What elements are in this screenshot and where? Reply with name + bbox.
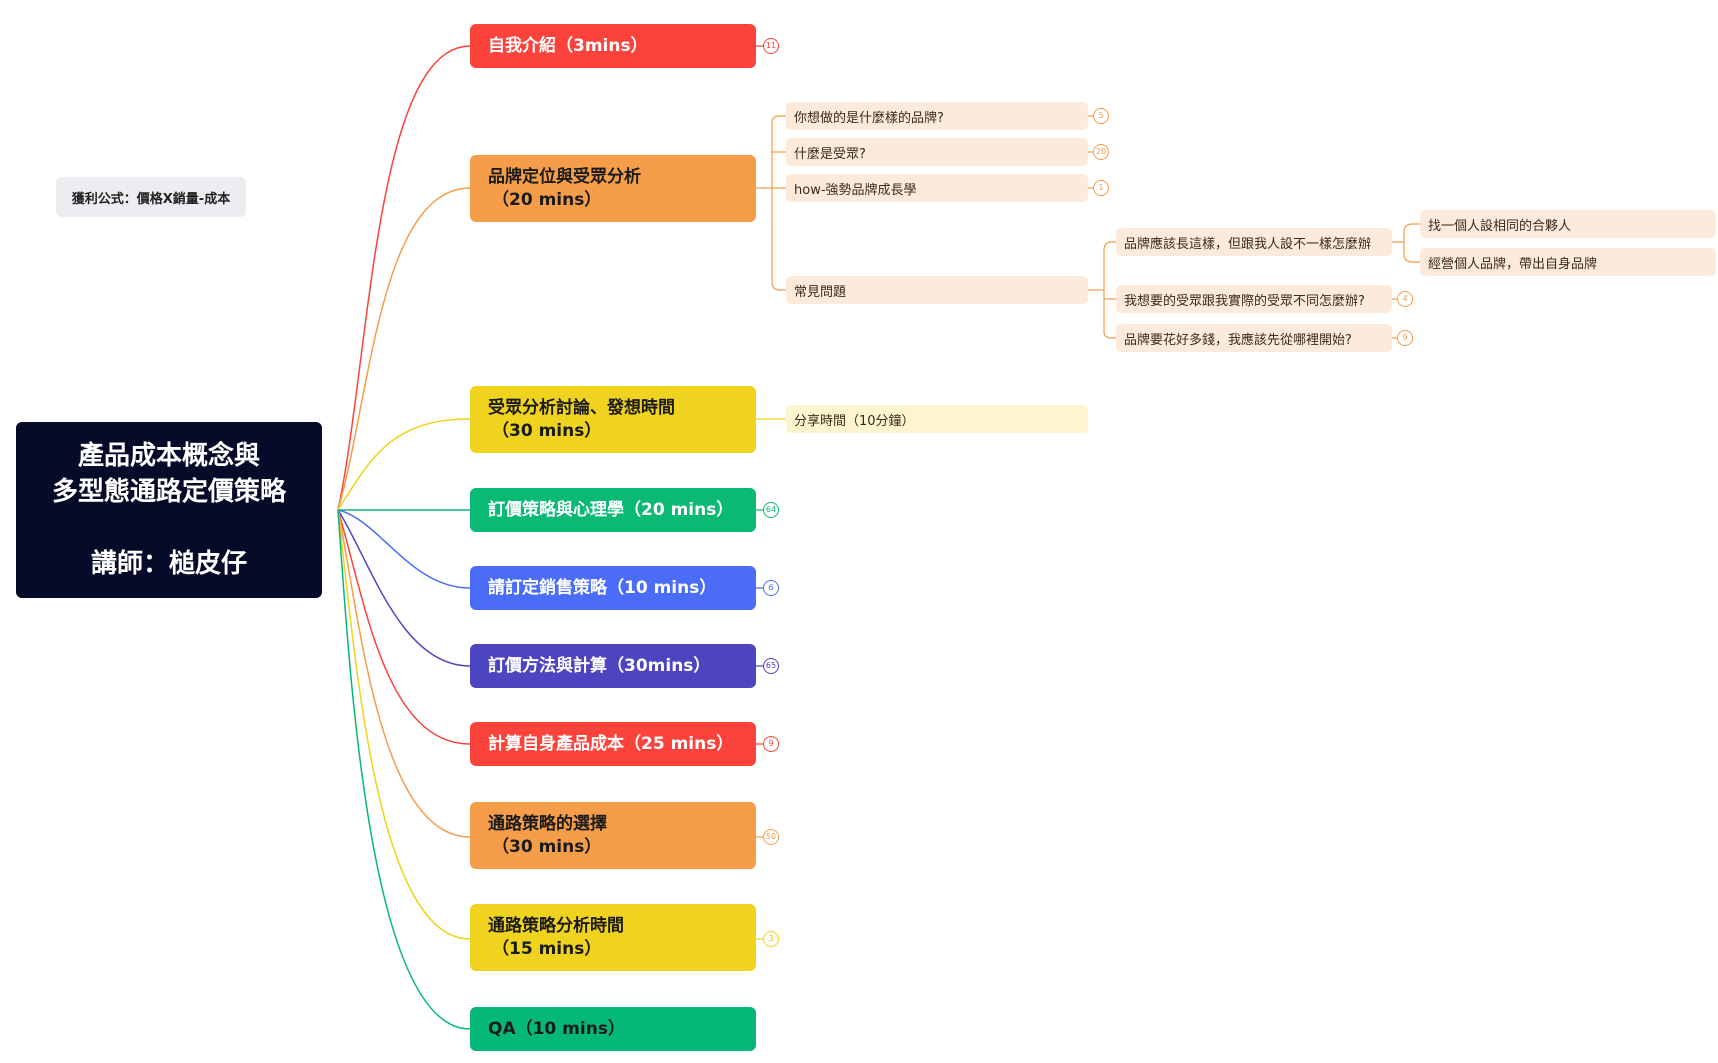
subtopic-label: 常見問題 <box>794 284 847 300</box>
topic-pricing-methods[interactable]: 訂價方法與計算（30mins） <box>470 644 756 688</box>
root-node[interactable]: 產品成本概念與 多型態通路定價策略 講師：槌皮仔 <box>16 422 322 598</box>
faq-item-budget[interactable]: 品牌要花好多錢，我應該先從哪裡開始? <box>1116 324 1392 352</box>
marker-count-badge[interactable]: 9 <box>763 736 779 752</box>
answer-personal-brand[interactable]: 經營個人品牌，帶出自身品牌 <box>1420 248 1716 276</box>
marker-count-badge[interactable]: 6 <box>763 580 779 596</box>
topic-label: 請訂定銷售策略（10 mins） <box>488 577 717 598</box>
topic-duration: （15 mins） <box>492 938 602 959</box>
topic-label: 通路策略的選擇 <box>488 813 607 834</box>
topic-duration: （20 mins） <box>492 189 602 210</box>
subtopic-share-time[interactable]: 分享時間（10分鐘） <box>786 405 1088 433</box>
subtopic-label: 你想做的是什麼樣的品牌? <box>794 110 944 126</box>
topic-label: 通路策略分析時間 <box>488 915 624 936</box>
topic-label: 自我介紹（3mins） <box>488 35 648 56</box>
marker-count-badge[interactable]: 5 <box>1093 108 1109 124</box>
marker-count-badge[interactable]: 3 <box>763 931 779 947</box>
subtopic-label: 品牌應該長這樣，但跟我人設不一樣怎麼辦 <box>1124 236 1372 252</box>
topic-qa[interactable]: QA（10 mins） <box>470 1007 756 1051</box>
faq-item-audience-mismatch[interactable]: 我想要的受眾跟我實際的受眾不同怎麼辦? <box>1116 285 1392 313</box>
topic-sales-strategy[interactable]: 請訂定銷售策略（10 mins） <box>470 566 756 610</box>
answer-find-partner[interactable]: 找一個人設相同的合夥人 <box>1420 210 1716 238</box>
marker-count-badge[interactable]: 20 <box>1093 144 1109 160</box>
topic-channel-analysis[interactable]: 通路策略分析時間 （15 mins） <box>470 904 756 971</box>
marker-count-badge[interactable]: 4 <box>1397 291 1413 307</box>
subtopic-label: 我想要的受眾跟我實際的受眾不同怎麼辦? <box>1124 293 1365 309</box>
subtopic-label: 什麼是受眾? <box>794 146 866 162</box>
topic-label: 訂價策略與心理學（20 mins） <box>488 499 734 520</box>
topic-label: 品牌定位與受眾分析 <box>488 166 641 187</box>
subtopic-label: 找一個人設相同的合夥人 <box>1428 218 1572 234</box>
subtopic-label: how-強勢品牌成長學 <box>794 182 917 198</box>
subtopic-what-brand[interactable]: 你想做的是什麼樣的品牌? <box>786 102 1088 130</box>
subtopic-label: 分享時間（10分鐘） <box>794 413 915 429</box>
faq-item-persona-mismatch[interactable]: 品牌應該長這樣，但跟我人設不一樣怎麼辦 <box>1116 228 1392 256</box>
marker-count-badge[interactable]: 11 <box>763 38 779 54</box>
marker-count-badge[interactable]: 50 <box>763 829 779 845</box>
formula-text: 獲利公式：價格X銷量-成本 <box>71 191 231 207</box>
root-title-line2: 多型態通路定價策略 <box>51 477 286 507</box>
root-instructor: 講師：槌皮仔 <box>90 549 247 579</box>
subtopic-what-audience[interactable]: 什麼是受眾? <box>786 138 1088 166</box>
topic-duration: （30 mins） <box>492 420 602 441</box>
topic-label: 訂價方法與計算（30mins） <box>488 655 711 676</box>
topic-label: QA（10 mins） <box>488 1018 625 1039</box>
topic-audience-discussion[interactable]: 受眾分析討論、發想時間 （30 mins） <box>470 386 756 453</box>
marker-count-badge[interactable]: 65 <box>763 658 779 674</box>
subtopic-label: 品牌要花好多錢，我應該先從哪裡開始? <box>1124 332 1352 348</box>
topic-brand-positioning[interactable]: 品牌定位與受眾分析 （20 mins） <box>470 155 756 222</box>
root-title-line1: 產品成本概念與 <box>77 441 260 471</box>
topic-self-intro[interactable]: 自我介紹（3mins） <box>470 24 756 68</box>
topic-pricing-psychology[interactable]: 訂價策略與心理學（20 mins） <box>470 488 756 532</box>
topic-label: 計算自身產品成本（25 mins） <box>488 733 734 754</box>
topic-label: 受眾分析討論、發想時間 <box>488 397 675 418</box>
floating-topic-profit-formula[interactable]: 獲利公式：價格X銷量-成本 <box>56 177 246 217</box>
subtopic-faq[interactable]: 常見問題 <box>786 276 1088 304</box>
marker-count-badge[interactable]: 64 <box>763 502 779 518</box>
topic-channel-strategy[interactable]: 通路策略的選擇 （30 mins） <box>470 802 756 869</box>
marker-count-badge[interactable]: 9 <box>1397 330 1413 346</box>
topic-product-cost[interactable]: 計算自身產品成本（25 mins） <box>470 722 756 766</box>
topic-duration: （30 mins） <box>492 836 602 857</box>
subtopic-label: 經營個人品牌，帶出自身品牌 <box>1428 256 1598 272</box>
subtopic-brand-growth[interactable]: how-強勢品牌成長學 <box>786 174 1088 202</box>
marker-count-badge[interactable]: 1 <box>1093 180 1109 196</box>
